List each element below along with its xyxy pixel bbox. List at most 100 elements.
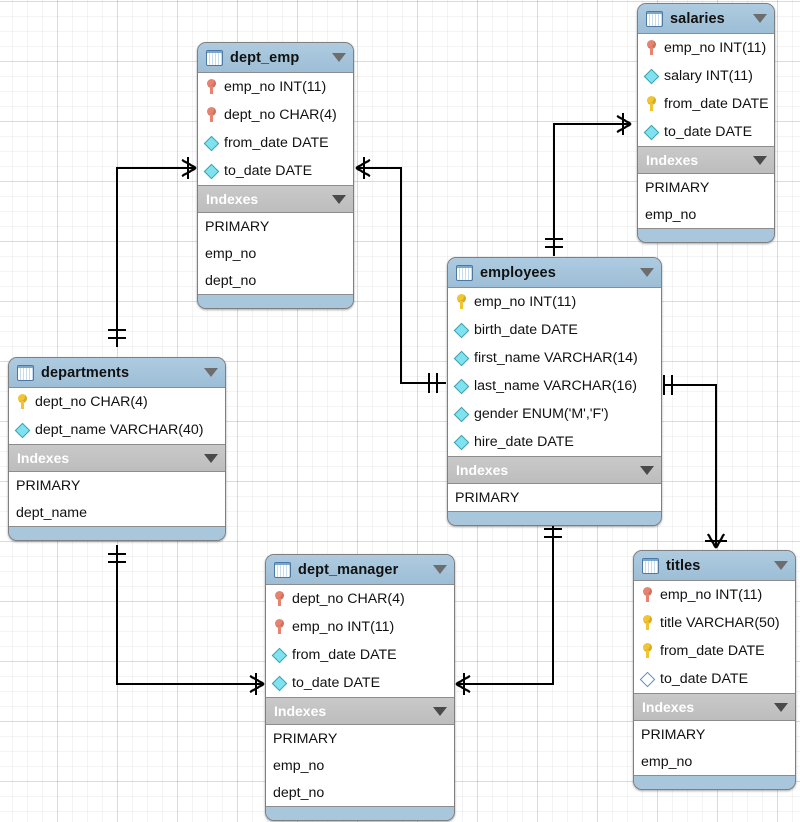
column-row[interactable]: emp_no INT(11) [638, 34, 774, 62]
column-label: to_date DATE [660, 671, 749, 687]
index-row[interactable]: PRIMARY [448, 484, 661, 511]
index-row[interactable]: dept_name [9, 499, 225, 526]
column-row[interactable]: from_date DATE [266, 641, 454, 669]
table-footer [9, 527, 225, 540]
chevron-down-icon[interactable] [433, 706, 447, 716]
table-footer [266, 807, 454, 820]
index-row[interactable]: emp_no [266, 752, 454, 779]
chevron-down-icon[interactable] [332, 53, 346, 62]
table-header-salaries[interactable]: salaries [638, 4, 774, 33]
column-row[interactable]: emp_no INT(11) [266, 613, 454, 641]
indexes-header[interactable]: Indexes [448, 457, 661, 484]
column-label: to_date DATE [664, 124, 753, 140]
column-row[interactable]: title VARCHAR(50) [634, 609, 795, 637]
column-diamond-icon [203, 163, 220, 179]
index-row[interactable]: dept_no [198, 267, 353, 294]
chevron-down-icon[interactable] [753, 14, 767, 23]
index-row[interactable]: PRIMARY [9, 472, 225, 499]
column-row[interactable]: dept_no CHAR(4) [9, 388, 225, 416]
index-row[interactable]: PRIMARY [638, 174, 774, 201]
column-row[interactable]: last_name VARCHAR(16) [448, 372, 661, 400]
chevron-down-icon[interactable] [640, 268, 654, 277]
index-row[interactable]: PRIMARY [634, 721, 795, 748]
column-label: dept_no CHAR(4) [35, 394, 148, 410]
table-dept_emp[interactable]: dept_emp emp_no INT(11)dept_no CHAR(4) fro… [197, 42, 354, 309]
index-row[interactable]: emp_no [634, 748, 795, 775]
column-label: emp_no INT(11) [660, 587, 763, 603]
pk-key-icon [15, 394, 30, 410]
column-label: to_date DATE [224, 163, 313, 179]
column-row[interactable]: from_date DATE [638, 90, 774, 118]
column-row[interactable]: to_date DATE [634, 665, 795, 693]
indexes-label: Indexes [206, 191, 259, 207]
table-header-employees[interactable]: employees [448, 258, 661, 287]
indexes-header[interactable]: Indexes [266, 698, 454, 725]
column-row[interactable]: dept_name VARCHAR(40) [9, 416, 225, 444]
column-list: dept_no CHAR(4)emp_no INT(11) from_date D… [266, 584, 454, 698]
table-icon [17, 364, 34, 381]
column-row[interactable]: birth_date DATE [448, 316, 661, 344]
indexes-header[interactable]: Indexes [198, 186, 353, 213]
chevron-down-icon[interactable] [640, 465, 654, 475]
index-row[interactable]: PRIMARY [266, 725, 454, 752]
column-row[interactable]: hire_date DATE [448, 428, 661, 456]
column-label: from_date DATE [224, 135, 329, 151]
column-row[interactable]: emp_no INT(11) [198, 73, 353, 101]
table-titles[interactable]: titles emp_no INT(11) title VARCHAR(50)fro… [633, 550, 796, 790]
column-row[interactable]: from_date DATE [198, 129, 353, 157]
column-label: salary INT(11) [664, 68, 753, 84]
column-diamond-icon [271, 675, 288, 691]
table-header-dept_emp[interactable]: dept_emp [198, 43, 353, 72]
connector-dept_emp-departments [108, 157, 197, 347]
table-header-dept_manager[interactable]: dept_manager [266, 555, 454, 584]
column-row[interactable]: from_date DATE [634, 637, 795, 665]
index-label: PRIMARY [455, 489, 520, 506]
chevron-down-icon[interactable] [774, 702, 788, 712]
connector-salaries-employees [545, 113, 632, 256]
column-list: emp_no INT(11) salary INT(11) from_date DA… [638, 33, 774, 147]
fk-key-icon [640, 587, 655, 603]
indexes-header[interactable]: Indexes [9, 445, 225, 472]
column-row[interactable]: to_date DATE [266, 669, 454, 697]
table-departments[interactable]: departments dept_no CHAR(4) dept_name VARC… [8, 357, 226, 541]
indexes-header[interactable]: Indexes [634, 694, 795, 721]
column-row[interactable]: emp_no INT(11) [448, 288, 661, 316]
table-header-titles[interactable]: titles [634, 551, 795, 580]
column-row[interactable]: to_date DATE [198, 157, 353, 185]
column-row[interactable]: salary INT(11) [638, 62, 774, 90]
index-row[interactable]: PRIMARY [198, 213, 353, 240]
chevron-down-icon[interactable] [433, 565, 447, 574]
chevron-down-icon[interactable] [753, 155, 767, 165]
column-row[interactable]: emp_no INT(11) [634, 581, 795, 609]
index-row[interactable]: emp_no [638, 201, 774, 228]
column-label: gender ENUM('M','F') [474, 406, 609, 422]
index-row[interactable]: dept_no [266, 779, 454, 806]
column-label: from_date DATE [292, 647, 397, 663]
column-row[interactable]: first_name VARCHAR(14) [448, 344, 661, 372]
column-list: emp_no INT(11)dept_no CHAR(4) from_date D… [198, 72, 353, 186]
table-icon [456, 264, 473, 281]
chevron-down-icon[interactable] [774, 561, 788, 570]
chevron-down-icon[interactable] [332, 194, 346, 204]
connector-titles-employees [662, 375, 727, 549]
table-header-departments[interactable]: departments [9, 358, 225, 387]
column-row[interactable]: gender ENUM('M','F') [448, 400, 661, 428]
chevron-down-icon[interactable] [204, 368, 218, 377]
index-list: PRIMARY [448, 484, 661, 512]
column-row[interactable]: to_date DATE [638, 118, 774, 146]
indexes-header[interactable]: Indexes [638, 147, 774, 174]
indexes-label: Indexes [642, 699, 695, 715]
column-diamond-icon [271, 647, 288, 663]
fk-key-icon [204, 107, 219, 123]
chevron-down-icon[interactable] [204, 453, 218, 463]
index-row[interactable]: emp_no [198, 240, 353, 267]
table-name-label: dept_emp [230, 49, 300, 66]
column-row[interactable]: dept_no CHAR(4) [198, 101, 353, 129]
column-row[interactable]: dept_no CHAR(4) [266, 585, 454, 613]
table-icon [206, 49, 223, 66]
